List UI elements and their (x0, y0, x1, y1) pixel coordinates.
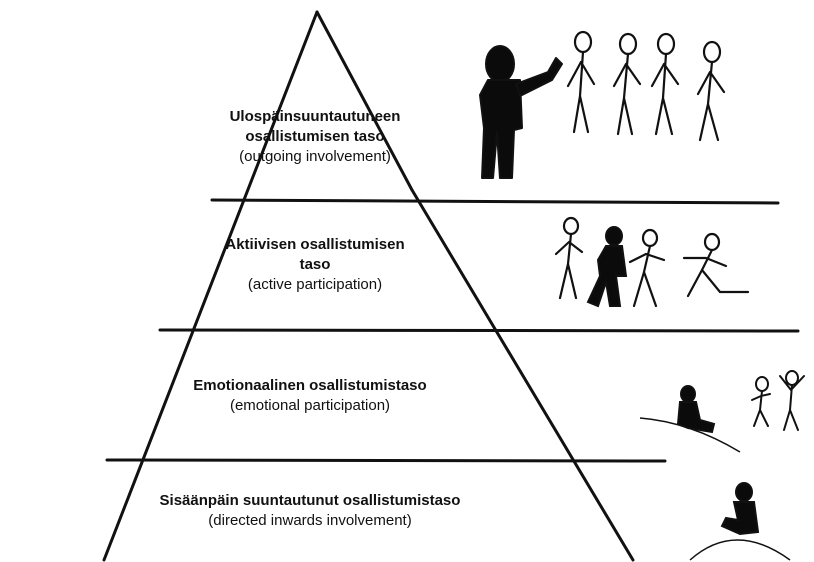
level-title-fi: osallistumisen taso (245, 128, 385, 145)
level-title-fi: taso (299, 256, 331, 273)
pyramid-left-edge (102, 10, 319, 562)
level-title-en: (directed inwards involvement) (208, 512, 412, 529)
level-title-en: (emotional participation) (229, 397, 391, 414)
dancing-figure-icon (751, 370, 805, 431)
level-title-fi: Sisäänpäin suuntautunut osallistumistaso (159, 492, 461, 509)
hill-line (689, 539, 791, 561)
level-title-fi: Ulospäinsuuntautuneen (229, 108, 401, 125)
walking-figure-icon (554, 216, 750, 308)
pyramid-right-edge-lower (410, 188, 635, 562)
hill-line (639, 417, 741, 453)
stick-figure-icon (566, 30, 726, 142)
level-label-inward: Sisäänpäin suuntautunut osallistumistaso… (100, 491, 520, 531)
level-title-en: (outgoing involvement) (239, 148, 391, 165)
level-divider-3 (105, 458, 667, 463)
level-title-en: (active participation) (247, 276, 383, 293)
level-divider-2 (158, 328, 800, 333)
sitting-figure-icon (676, 385, 716, 434)
sitting-figure-icon (720, 482, 760, 536)
level-divider-1 (210, 198, 780, 205)
level-title-fi: Emotionaalinen osallistumistaso (193, 377, 427, 394)
leader-figure-icon (479, 45, 563, 179)
level-label-outgoing: Ulospäinsuuntautuneen osallistumisen tas… (190, 107, 440, 167)
level-label-active: Aktiivisen osallistumisen taso (active p… (185, 235, 445, 295)
level-label-emotional: Emotionaalinen osallistumistaso (emotion… (150, 376, 470, 416)
pyramid-right-edge-top (315, 10, 414, 192)
walking-figure-icon (586, 226, 628, 308)
level-title-fi: Aktiivisen osallistumisen (225, 236, 405, 253)
